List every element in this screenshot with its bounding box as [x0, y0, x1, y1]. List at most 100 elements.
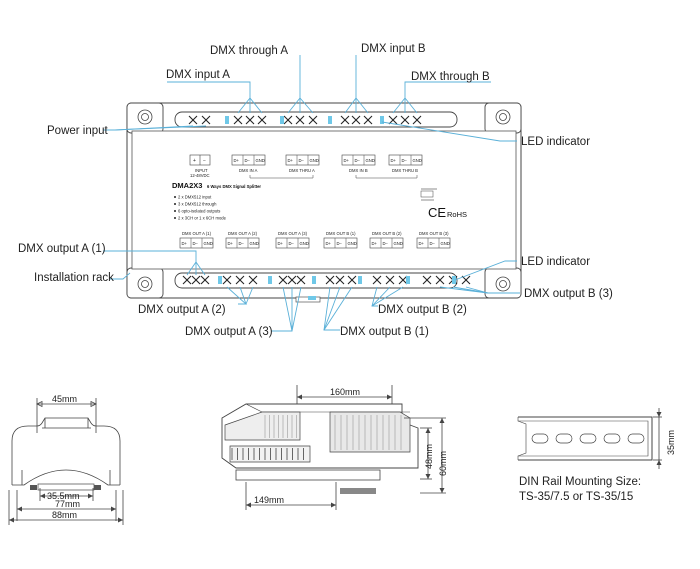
terminal-screw-icon — [257, 115, 267, 125]
terminal-screw-icon — [412, 115, 422, 125]
label-installation-rack: Installation rack — [34, 272, 114, 284]
feature-list: 2 x DMX512 input 3 x DMX512 through 6 op… — [174, 195, 227, 221]
group-label: DMX OUT A (1) — [182, 231, 212, 236]
terminal-screw-icon — [435, 275, 445, 285]
group-label: DMX OUT B (2) — [372, 231, 402, 236]
rail-slot — [603, 433, 621, 444]
terminal-screw-icon — [191, 275, 201, 285]
pin-label: GND — [413, 158, 422, 163]
bottom-terminal-screws — [182, 275, 471, 285]
terminal-screw-icon — [245, 115, 255, 125]
dim-160mm: 160mm — [330, 387, 360, 397]
dim-77mm: 77mm — [55, 499, 80, 509]
callout-leaders — [103, 55, 520, 332]
svg-text:−: − — [203, 158, 206, 164]
dim-48mm: 48mm — [424, 444, 434, 469]
pin-label: D− — [383, 241, 389, 246]
vent-grills — [231, 415, 402, 460]
bottom-connector-group: DMX OUT B (1)D+D−GND — [323, 231, 358, 249]
rohs-mark: RoHS — [447, 210, 467, 219]
pin-label: D− — [289, 241, 295, 246]
bottom-connector-group: DMX OUT B (2)D+D−GND — [369, 231, 404, 249]
label-dmx-through-b: DMX through B — [411, 71, 490, 83]
svg-text:3 x DMX512 through: 3 x DMX512 through — [178, 202, 217, 207]
pin-label: D− — [430, 241, 436, 246]
label-dmx-output-a1: DMX output A (1) — [18, 243, 106, 255]
end-view-drawing: 45mm 35.5mm 77mm 88mm — [8, 394, 124, 525]
din-rail-caption-line2: TS-35/7.5 or TS-35/15 — [519, 491, 633, 503]
pin-label: D− — [239, 241, 245, 246]
pin-label: D+ — [182, 241, 188, 246]
label-dmx-output-b3: DMX output B (3) — [524, 288, 613, 300]
terminal-screw-icon — [347, 275, 357, 285]
pin-label: D− — [299, 158, 305, 163]
pin-label: GND — [300, 241, 309, 246]
top-connector-group: D+ D− GND DMX IN A — [231, 154, 266, 173]
pin-label: D+ — [234, 158, 240, 163]
pin-label: D− — [245, 158, 251, 163]
model-subtitle: 6 Ways DMX Signal Splitter — [207, 184, 261, 189]
terminal-screw-icon — [296, 275, 306, 285]
terminal-screw-icon — [222, 275, 232, 285]
screw-hole-icon — [137, 109, 511, 292]
terminal-screw-icon — [351, 115, 361, 125]
rail-slot — [555, 433, 573, 444]
terminal-screw-icon — [248, 275, 258, 285]
dim-35mm: 35mm — [666, 430, 676, 455]
label-dmx-output-a2: DMX output A (2) — [138, 304, 226, 316]
terminal-screw-icon — [308, 115, 318, 125]
bottom-connector-group: DMX OUT A (1)D+D−GND — [179, 231, 214, 249]
label-panel — [131, 130, 517, 270]
callout-labels: DMX through A DMX input B DMX input A DM… — [18, 43, 613, 338]
pin-label: GND — [441, 241, 450, 246]
pin-label: D− — [337, 241, 343, 246]
terminal-screw-icon — [398, 275, 408, 285]
terminal-screw-icon — [200, 275, 210, 285]
pin-label: GND — [348, 241, 357, 246]
pin-label: D− — [355, 158, 361, 163]
dim-60mm: 60mm — [438, 451, 448, 476]
group-label: DMX OUT B (3) — [419, 231, 449, 236]
dim-88mm: 88mm — [52, 510, 77, 520]
dim-35-5mm: 35.5mm — [47, 491, 80, 501]
rail-slot — [579, 433, 597, 444]
pin-label: GND — [394, 241, 403, 246]
isometric-view-drawing: 160mm 149mm 48mm 60mm — [221, 385, 448, 510]
svg-text:2 x 3CH or 1 x 6CH mode: 2 x 3CH or 1 x 6CH mode — [178, 216, 227, 221]
terminal-screw-icon — [388, 115, 398, 125]
led-indicators — [218, 116, 456, 300]
bottom-connector-group: DMX OUT A (3)D+D−GND — [275, 231, 310, 249]
top-connector-groups: D+ D− GND DMX IN A D+ D− GND DMX THRU A D+D−GNDD… — [231, 154, 423, 179]
mode-switch — [420, 188, 437, 201]
label-dmx-output-b1: DMX output B (1) — [340, 326, 429, 338]
model-name: DMA2X3 — [172, 181, 202, 190]
group-label: DMX OUT A (2) — [228, 231, 258, 236]
pin-label: GND — [366, 158, 375, 163]
rail-slot — [627, 433, 645, 444]
pin-label: D+ — [288, 158, 294, 163]
terminal-screw-icon — [340, 115, 350, 125]
pin-label: GND — [256, 158, 265, 163]
terminal-screw-icon — [201, 115, 211, 125]
pin-label: D− — [193, 241, 199, 246]
label-dmx-input-a: DMX input A — [166, 69, 230, 81]
label-power-input: Power input — [47, 125, 109, 137]
terminal-screw-icon — [235, 275, 245, 285]
group-label: DMX IN A — [239, 168, 258, 173]
svg-text:12-48VDC: 12-48VDC — [190, 173, 210, 178]
group-label: DMX OUT B (1) — [326, 231, 356, 236]
group-label: DMX OUT A (3) — [278, 231, 308, 236]
din-rail-caption-line1: DIN Rail Mounting Size: — [519, 476, 641, 488]
label-dmx-input-b: DMX input B — [361, 43, 426, 55]
label-led-indicator-bottom: LED indicator — [521, 256, 590, 268]
label-dmx-output-b2: DMX output B (2) — [378, 304, 467, 316]
label-dmx-output-a3: DMX output A (3) — [185, 326, 273, 338]
group-label: DMX THRU A — [289, 168, 315, 173]
terminal-screw-icon — [287, 275, 297, 285]
top-terminal-screws — [188, 115, 422, 125]
terminal-screw-icon — [363, 115, 373, 125]
